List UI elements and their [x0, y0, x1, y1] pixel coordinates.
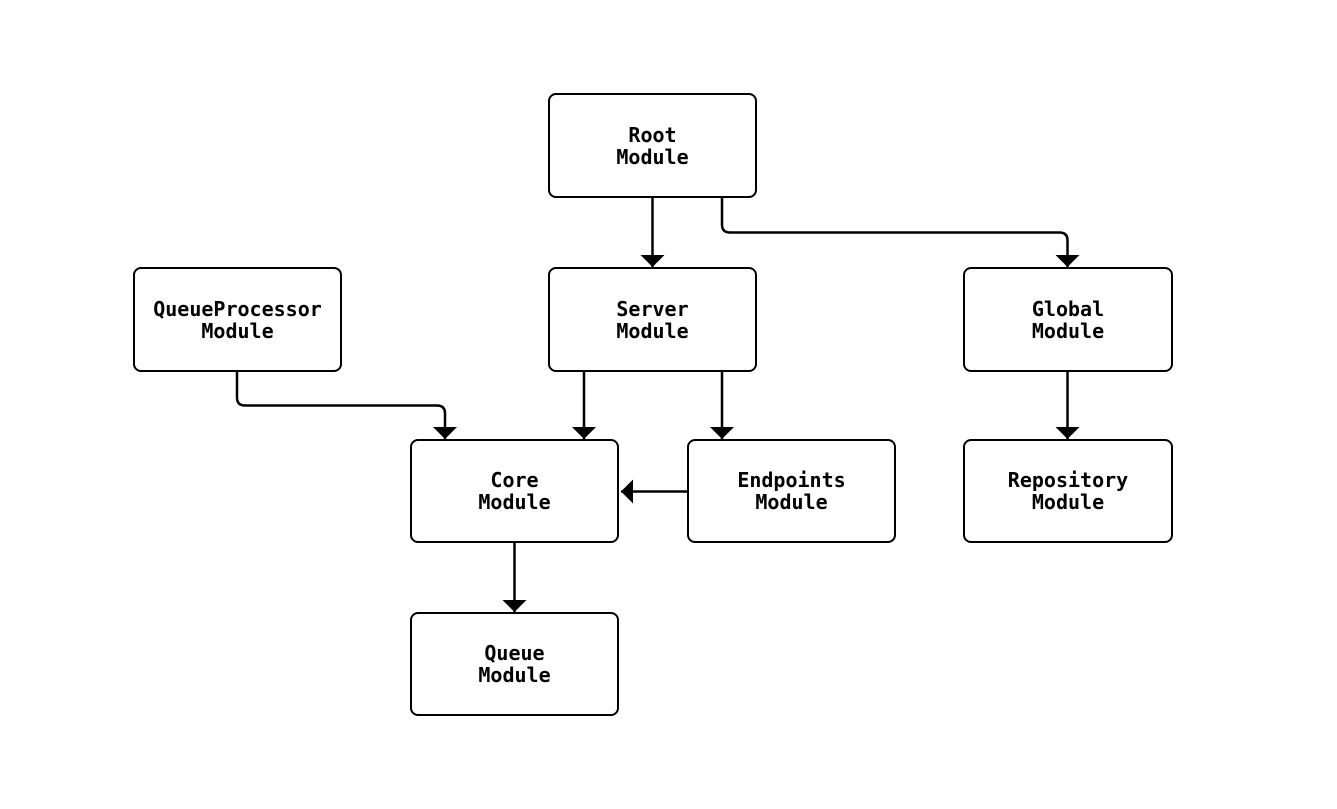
node-queue-module: Queue Module [410, 612, 619, 716]
node-global-module: Global Module [963, 267, 1173, 372]
node-root-module-label: Root Module [616, 122, 689, 169]
node-root-module: Root Module [548, 93, 757, 198]
node-server-module: Server Module [548, 267, 757, 372]
edge-queueprocessor-to-core [235, 372, 457, 439]
node-endpoints-module: Endpoints Module [687, 439, 896, 543]
node-server-module-label: Server Module [616, 296, 689, 343]
node-global-module-label: Global Module [1031, 296, 1105, 343]
node-repository-module: Repository Module [963, 439, 1173, 543]
node-queue-module-label: Queue Module [478, 641, 551, 687]
node-core-module: Core Module [410, 439, 619, 543]
node-core-module-label: Core Module [478, 468, 551, 514]
edge-root-to-global [720, 198, 1080, 267]
node-repository-module-label: Repository Module [1007, 468, 1129, 514]
node-queueprocessor-module: QueueProcessor Module [133, 267, 342, 372]
node-queueprocessor-module-label: QueueProcessor Module [153, 296, 322, 343]
node-endpoints-module-label: Endpoints Module [737, 468, 846, 514]
